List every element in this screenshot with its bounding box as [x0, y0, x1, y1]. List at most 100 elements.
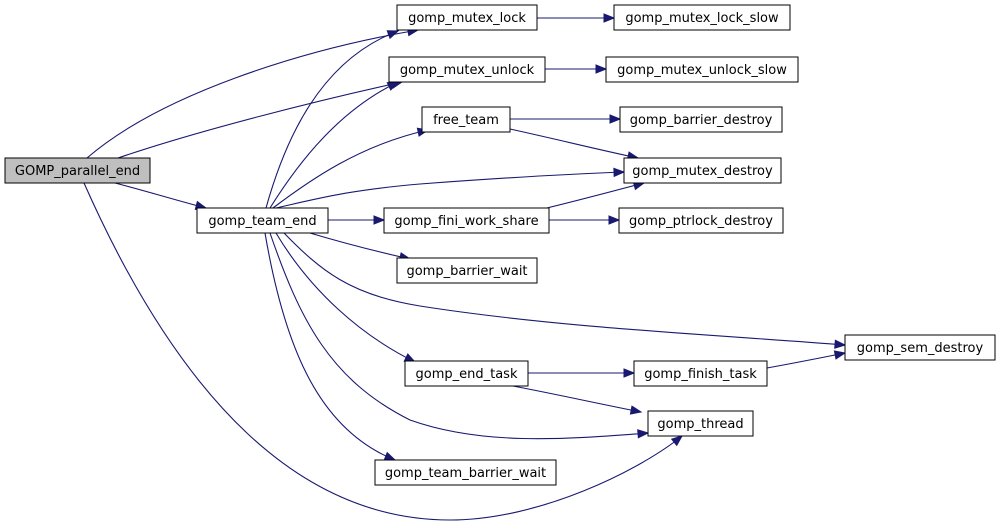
edge-gomp_team_end-to-gomp_sem_destroy [283, 232, 847, 349]
node-box[interactable] [396, 4, 538, 31]
node-box[interactable] [844, 334, 996, 361]
edge-arrowhead [609, 114, 622, 124]
edge-gomp_team_end-to-gomp_fini_work_share [328, 215, 386, 225]
node-GOMP_parallel_end[interactable]: GOMP_parallel_end [4, 157, 151, 184]
edge-line [265, 30, 399, 209]
edge-free_team-to-gomp_mutex_destroy [509, 128, 640, 161]
node-label: gomp_thread [657, 417, 743, 432]
node-label: gomp_end_task [416, 367, 518, 382]
edge-line [272, 129, 429, 209]
node-label: gomp_fini_work_share [394, 214, 538, 229]
node-label: gomp_mutex_destroy [632, 164, 773, 179]
node-box[interactable] [647, 410, 754, 437]
edge-GOMP_parallel_end-to-gomp_mutex_lock [86, 27, 420, 159]
node-gomp_end_task[interactable]: gomp_end_task [404, 360, 529, 387]
edge-line [275, 171, 625, 209]
edge-arrowhead [637, 429, 650, 439]
edge-arrowhead [608, 215, 621, 225]
edge-gomp_team_end-to-gomp_barrier_wait [309, 232, 412, 262]
node-label: gomp_barrier_wait [406, 264, 527, 279]
node-label: free_team [433, 113, 499, 128]
edge-gomp_team_end-to-gomp_mutex_destroy [275, 167, 626, 209]
node-box[interactable] [633, 360, 768, 387]
node-label: gomp_barrier_destroy [630, 113, 773, 128]
edge-arrowhead [834, 339, 847, 349]
node-free_team[interactable]: free_team [421, 106, 511, 133]
edge-gomp_fini_work_share-to-gomp_ptrlock_destroy [549, 215, 621, 225]
edge-line [264, 232, 396, 461]
node-box[interactable] [605, 56, 799, 83]
node-box[interactable] [196, 207, 329, 234]
edge-gomp_team_end-to-gomp_end_task [275, 232, 417, 363]
edge-gomp_fini_work_share-to-gomp_mutex_destroy [546, 181, 646, 209]
node-label: gomp_team_barrier_wait [385, 466, 546, 481]
edge-arrowhead [386, 30, 400, 40]
node-gomp_fini_work_share[interactable]: gomp_fini_work_share [383, 207, 550, 234]
node-gomp_mutex_unlock[interactable]: gomp_mutex_unlock [388, 56, 546, 83]
node-gomp_mutex_unlock_slow[interactable]: gomp_mutex_unlock_slow [605, 56, 799, 83]
node-label: gomp_sem_destroy [857, 341, 984, 356]
node-label: gomp_mutex_unlock [400, 63, 535, 78]
edge-line [283, 232, 846, 346]
edge-line [114, 182, 207, 209]
node-box[interactable] [383, 207, 550, 234]
node-gomp_mutex_lock[interactable]: gomp_mutex_lock [396, 4, 538, 31]
edge-gomp_team_end-to-free_team [272, 127, 430, 209]
edge-line [766, 352, 846, 369]
node-label: gomp_mutex_lock_slow [625, 11, 779, 26]
node-box[interactable] [623, 157, 782, 184]
node-gomp_mutex_destroy[interactable]: gomp_mutex_destroy [623, 157, 782, 184]
edge-gomp_mutex_unlock-to-gomp_mutex_unlock_slow [545, 64, 608, 74]
node-box[interactable] [404, 360, 529, 387]
node-box[interactable] [388, 56, 546, 83]
edge-line [83, 182, 683, 521]
node-gomp_team_barrier_wait[interactable]: gomp_team_barrier_wait [374, 459, 557, 486]
nodes-layer: GOMP_parallel_end gomp_mutex_lock gomp_mut… [4, 4, 996, 486]
edge-gomp_team_end-to-gomp_mutex_lock [265, 30, 400, 209]
edge-GOMP_parallel_end-to-gomp_thread [83, 182, 684, 521]
edge-arrowhead [833, 350, 847, 360]
node-box[interactable] [618, 207, 784, 234]
node-box[interactable] [613, 4, 791, 31]
edge-GOMP_parallel_end-to-gomp_mutex_unlock [117, 79, 404, 159]
node-box[interactable] [374, 459, 557, 486]
node-label: gomp_mutex_lock [408, 11, 526, 26]
node-gomp_team_end[interactable]: gomp_team_end [196, 207, 329, 234]
node-gomp_barrier_wait[interactable]: gomp_barrier_wait [396, 257, 538, 284]
edge-arrowhead [613, 167, 626, 178]
edge-arrowhead [603, 13, 616, 23]
edge-arrowhead [595, 64, 608, 74]
node-label: gomp_team_end [208, 214, 316, 229]
node-gomp_barrier_destroy[interactable]: gomp_barrier_destroy [619, 106, 783, 133]
edge-gomp_end_task-to-gomp_thread [512, 385, 643, 415]
node-box[interactable] [4, 157, 151, 184]
edge-GOMP_parallel_end-to-gomp_team_end [114, 182, 208, 210]
node-box[interactable] [396, 257, 538, 284]
edge-line [269, 232, 649, 440]
node-box[interactable] [421, 106, 511, 133]
node-gomp_ptrlock_destroy[interactable]: gomp_ptrlock_destroy [618, 207, 784, 234]
edge-line [512, 385, 642, 413]
node-gomp_sem_destroy[interactable]: gomp_sem_destroy [844, 334, 996, 361]
node-box[interactable] [619, 106, 783, 133]
edge-free_team-to-gomp_barrier_destroy [510, 114, 622, 124]
node-gomp_mutex_lock_slow[interactable]: gomp_mutex_lock_slow [613, 4, 791, 31]
edge-line [117, 81, 403, 159]
edge-gomp_finish_task-to-gomp_sem_destroy [766, 350, 847, 369]
node-label: gomp_finish_task [644, 367, 757, 382]
edge-line [546, 182, 645, 209]
edge-line [309, 232, 411, 260]
node-gomp_thread[interactable]: gomp_thread [647, 410, 754, 437]
edge-line [86, 29, 419, 159]
edge-line [275, 232, 416, 363]
node-label: gomp_mutex_unlock_slow [617, 63, 787, 78]
edge-arrowhead [670, 435, 684, 447]
node-label: GOMP_parallel_end [15, 164, 140, 179]
edge-line [269, 81, 399, 209]
edge-arrowhead [383, 451, 397, 461]
edge-gomp_team_end-to-gomp_thread [269, 232, 650, 440]
node-gomp_finish_task[interactable]: gomp_finish_task [633, 360, 768, 387]
edge-line [509, 128, 639, 159]
edge-gomp_team_end-to-gomp_mutex_unlock [269, 81, 400, 209]
